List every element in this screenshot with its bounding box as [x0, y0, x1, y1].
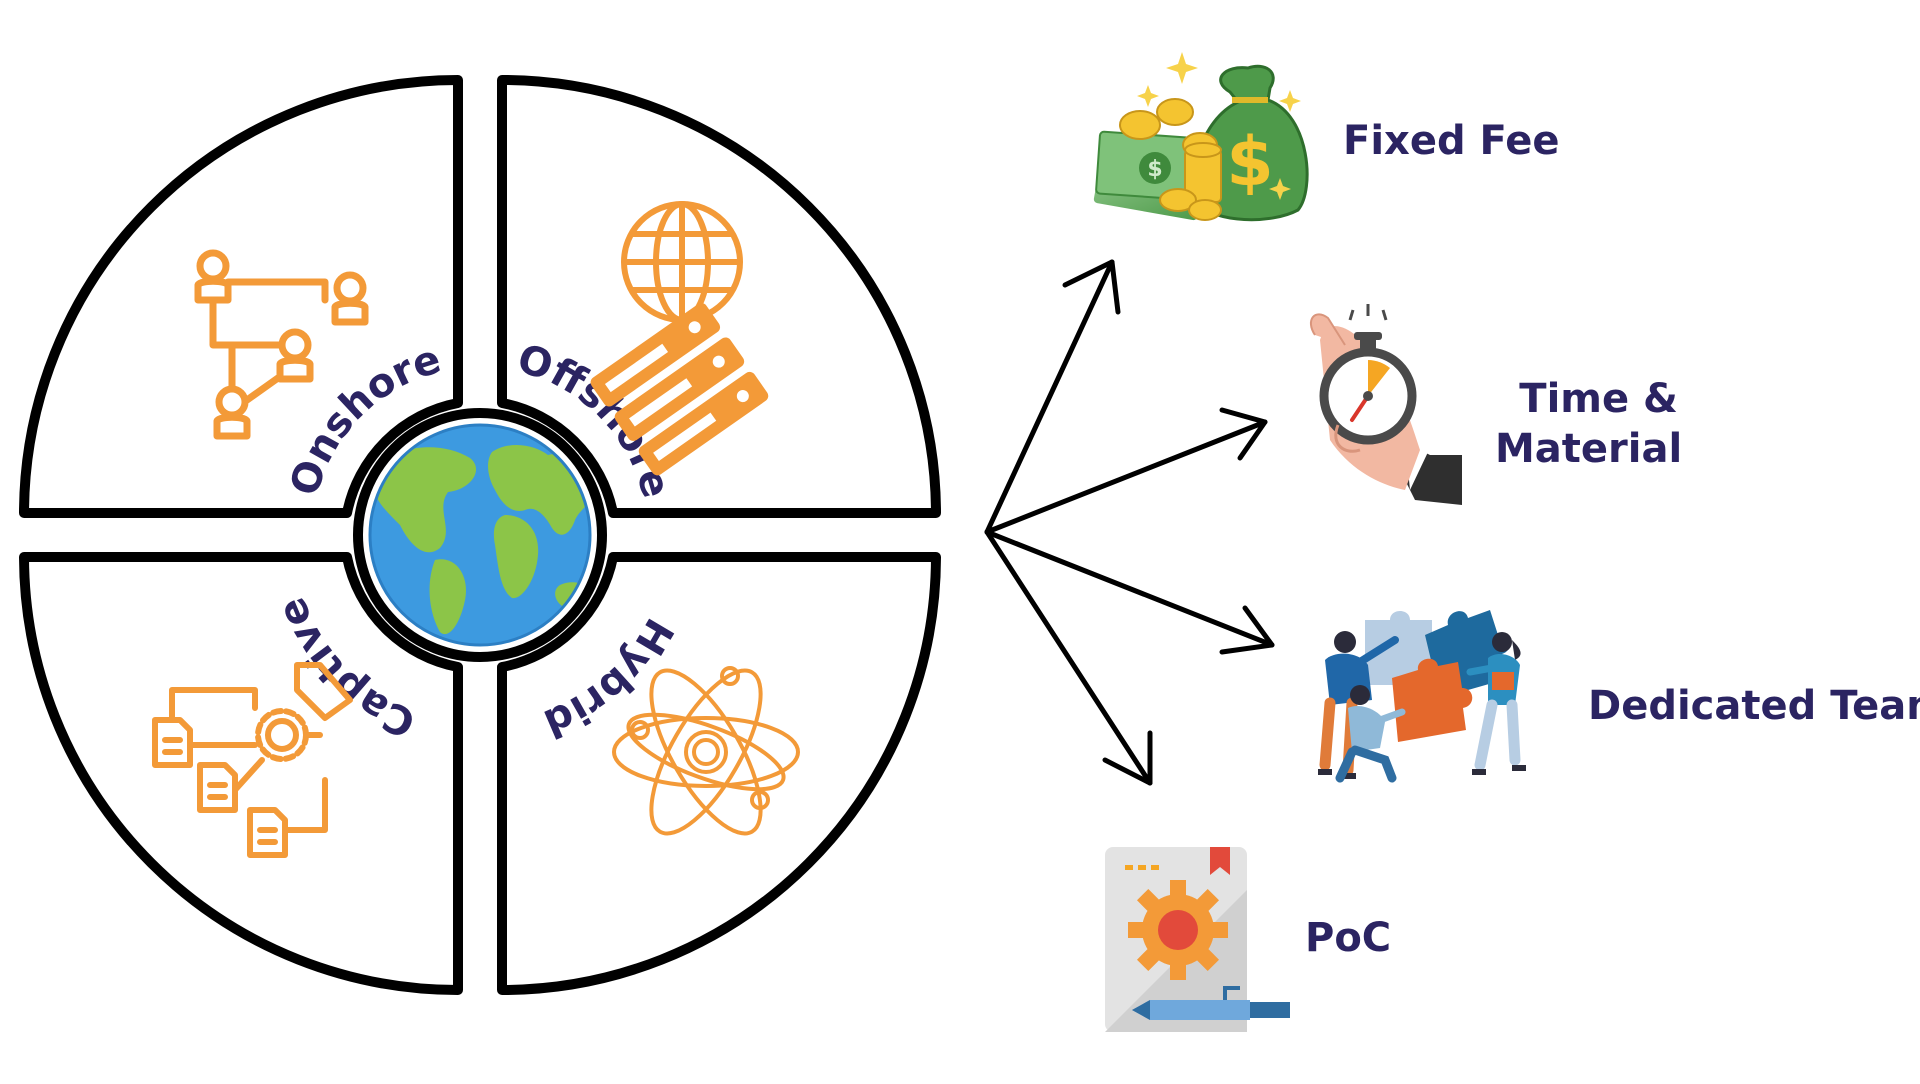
label-time-material-line2: Material [1495, 426, 1683, 472]
quadrant-captive [19, 552, 463, 995]
label-poc: PoC [1305, 915, 1392, 961]
atom-icon [612, 666, 800, 836]
quadrant-onshore [19, 75, 463, 518]
puzzle-piece-orange-icon [1392, 658, 1473, 742]
person-right-icon [1466, 632, 1526, 775]
gear-document-icon [1105, 847, 1290, 1032]
arrow-to-poc [984, 529, 1153, 786]
earth-globe-icon [353, 408, 607, 662]
org-chart-icon [194, 249, 369, 440]
label-time-material: Time & Material [1495, 374, 1682, 474]
stopwatch-hand-icon [1309, 304, 1462, 505]
workflow-gear-icon [152, 662, 353, 858]
arrow-to-fixed-fee [984, 259, 1115, 535]
money-bag-icon: $ $ [1093, 52, 1309, 222]
svg-text:$: $ [1226, 123, 1273, 202]
team-puzzle-icon [1318, 610, 1526, 783]
arrow-to-time-material [984, 419, 1268, 535]
label-time-material-line1: Time & [1519, 376, 1678, 422]
flow-arrows [984, 259, 1275, 786]
pen-icon [1132, 986, 1290, 1020]
globe-server-icon [590, 201, 769, 476]
label-fixed-fee: Fixed Fee [1343, 118, 1560, 164]
person-kneeling-icon [1335, 685, 1406, 783]
label-dedicated-team: Dedicated Team [1588, 683, 1920, 729]
quadrant-hybrid [497, 552, 941, 995]
svg-text:$: $ [1147, 157, 1162, 182]
arrow-to-dedicated-team [984, 529, 1275, 648]
